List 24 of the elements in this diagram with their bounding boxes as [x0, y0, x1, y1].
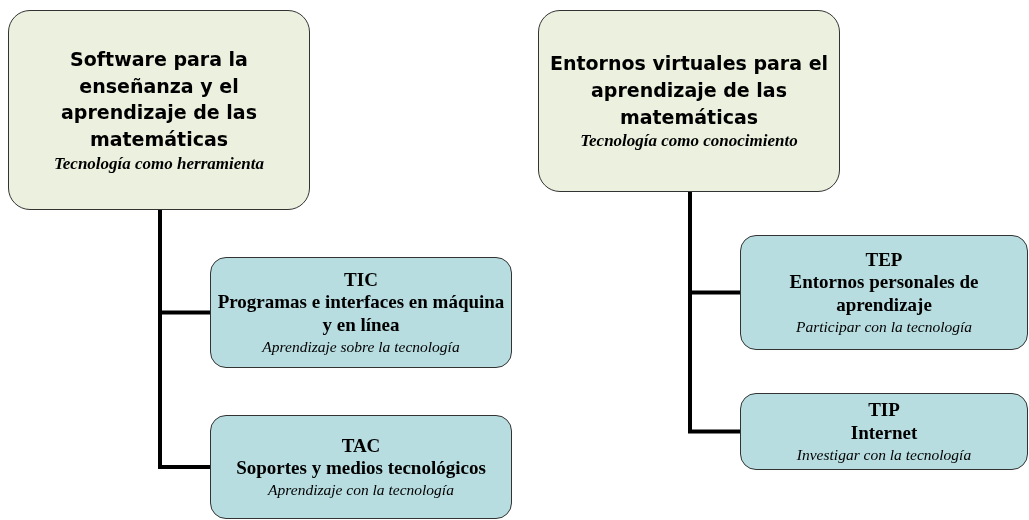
box-heading: Entornos personales de aprendizaje [788, 271, 980, 317]
box-subtitle: Tecnología como herramienta [54, 152, 264, 174]
box-subtitle: Participar con la tecnología [795, 317, 973, 337]
acronym-heading: TAC [341, 434, 381, 458]
acronym-heading: TIP [868, 399, 900, 422]
box-heading: Software para la enseñanza y el aprendizaje de las matemáticas [60, 47, 258, 152]
box-heading: Internet [850, 421, 918, 445]
box-subtitle: Investigar con la tecnología [796, 444, 972, 464]
rounded-box [740, 393, 1028, 470]
box-heading: Programas e interfaces en máquina y en línea [217, 291, 505, 337]
box-heading: Soportes y medios tecnológicos [236, 457, 486, 481]
box-subtitle: Aprendizaje con la tecnología [268, 480, 454, 500]
rounded-box [740, 235, 1028, 350]
connector-line [688, 192, 740, 434]
box-heading: Entornos virtuales para el aprendizaje de las matemáticas [548, 51, 830, 130]
rounded-box [538, 10, 840, 192]
acronym-heading: TIC [344, 268, 378, 292]
rounded-box [8, 10, 310, 210]
box-subtitle: Tecnología como conocimiento [580, 130, 798, 152]
rounded-box [210, 415, 512, 519]
rounded-box [210, 257, 512, 368]
box-subtitle: Aprendizaje sobre la tecnología [262, 337, 460, 357]
acronym-heading: TEP [865, 248, 903, 272]
connector-line [158, 210, 210, 469]
